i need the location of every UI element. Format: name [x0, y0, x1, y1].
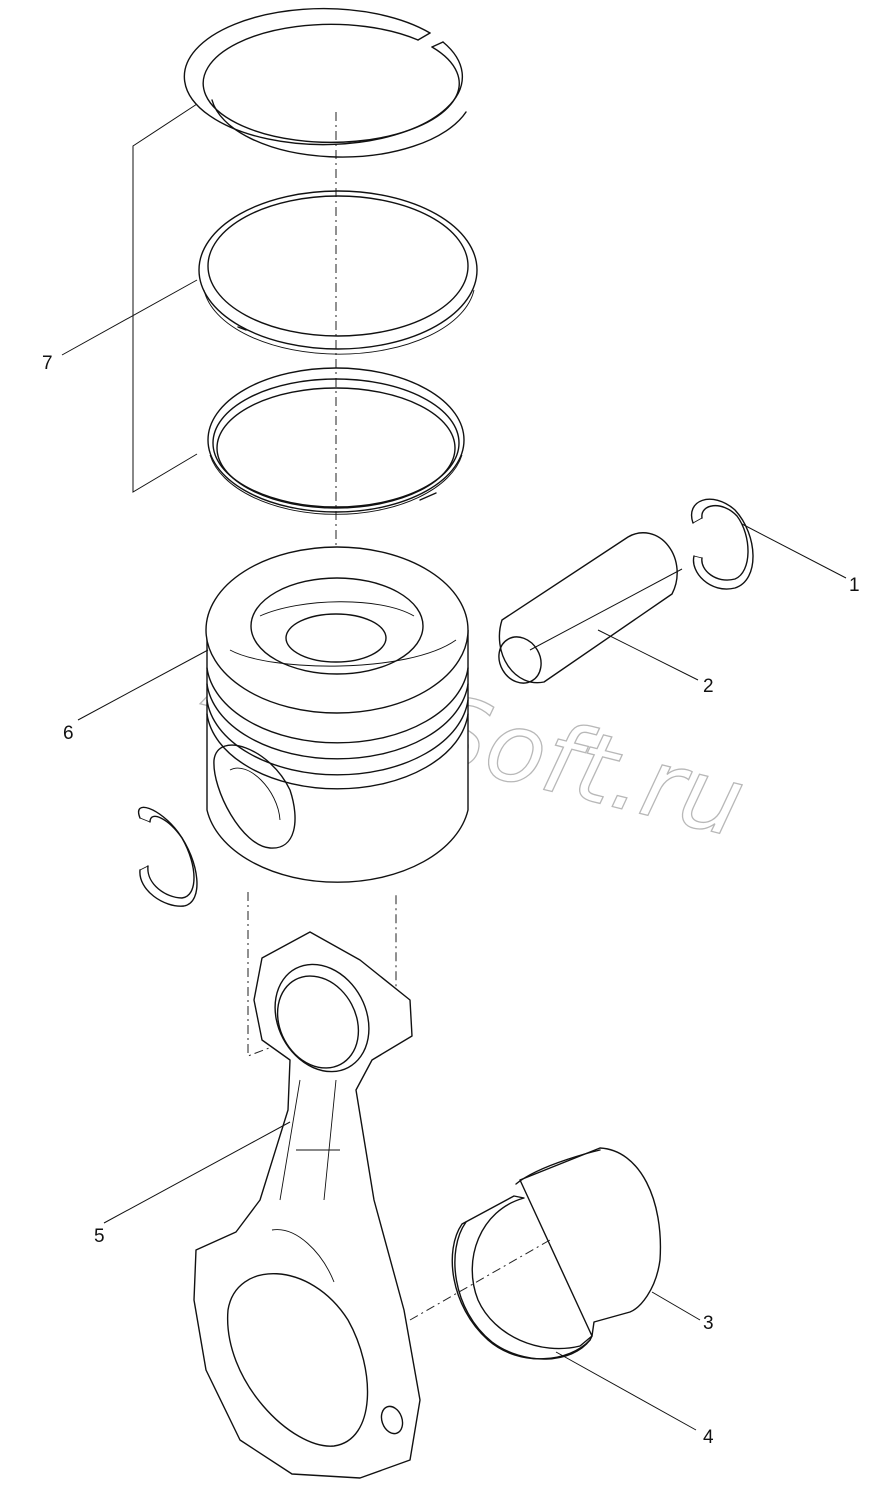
callout-1: 1: [849, 575, 860, 596]
leader-7: [61, 279, 198, 356]
rod-alignment-lines: [247, 892, 397, 1057]
leader-6: [77, 649, 209, 721]
callout-4: 4: [703, 1427, 714, 1448]
connecting-rod: [193, 931, 421, 1479]
piston-pin: [498, 532, 683, 684]
second-piston-ring: [198, 190, 478, 355]
leader-1: [741, 523, 847, 579]
leader-3: [651, 1291, 701, 1321]
leader-5: [103, 1121, 291, 1224]
circlip-left: [137, 806, 198, 907]
ring-group-bracket: [132, 103, 198, 493]
callout-2: 2: [703, 676, 714, 697]
callout-7: 7: [42, 353, 53, 374]
top-piston-ring: [183, 7, 467, 158]
bearing-axis: [409, 1239, 551, 1321]
leader-2: [597, 629, 699, 681]
circlip-right: [690, 498, 754, 590]
callout-6: 6: [63, 723, 74, 744]
upper-bearing-shell: [515, 1147, 662, 1337]
piston: [205, 546, 469, 883]
callout-5: 5: [94, 1226, 105, 1247]
leader-4: [555, 1351, 697, 1431]
oil-control-ring: [207, 367, 465, 515]
callout-3: 3: [703, 1313, 714, 1334]
